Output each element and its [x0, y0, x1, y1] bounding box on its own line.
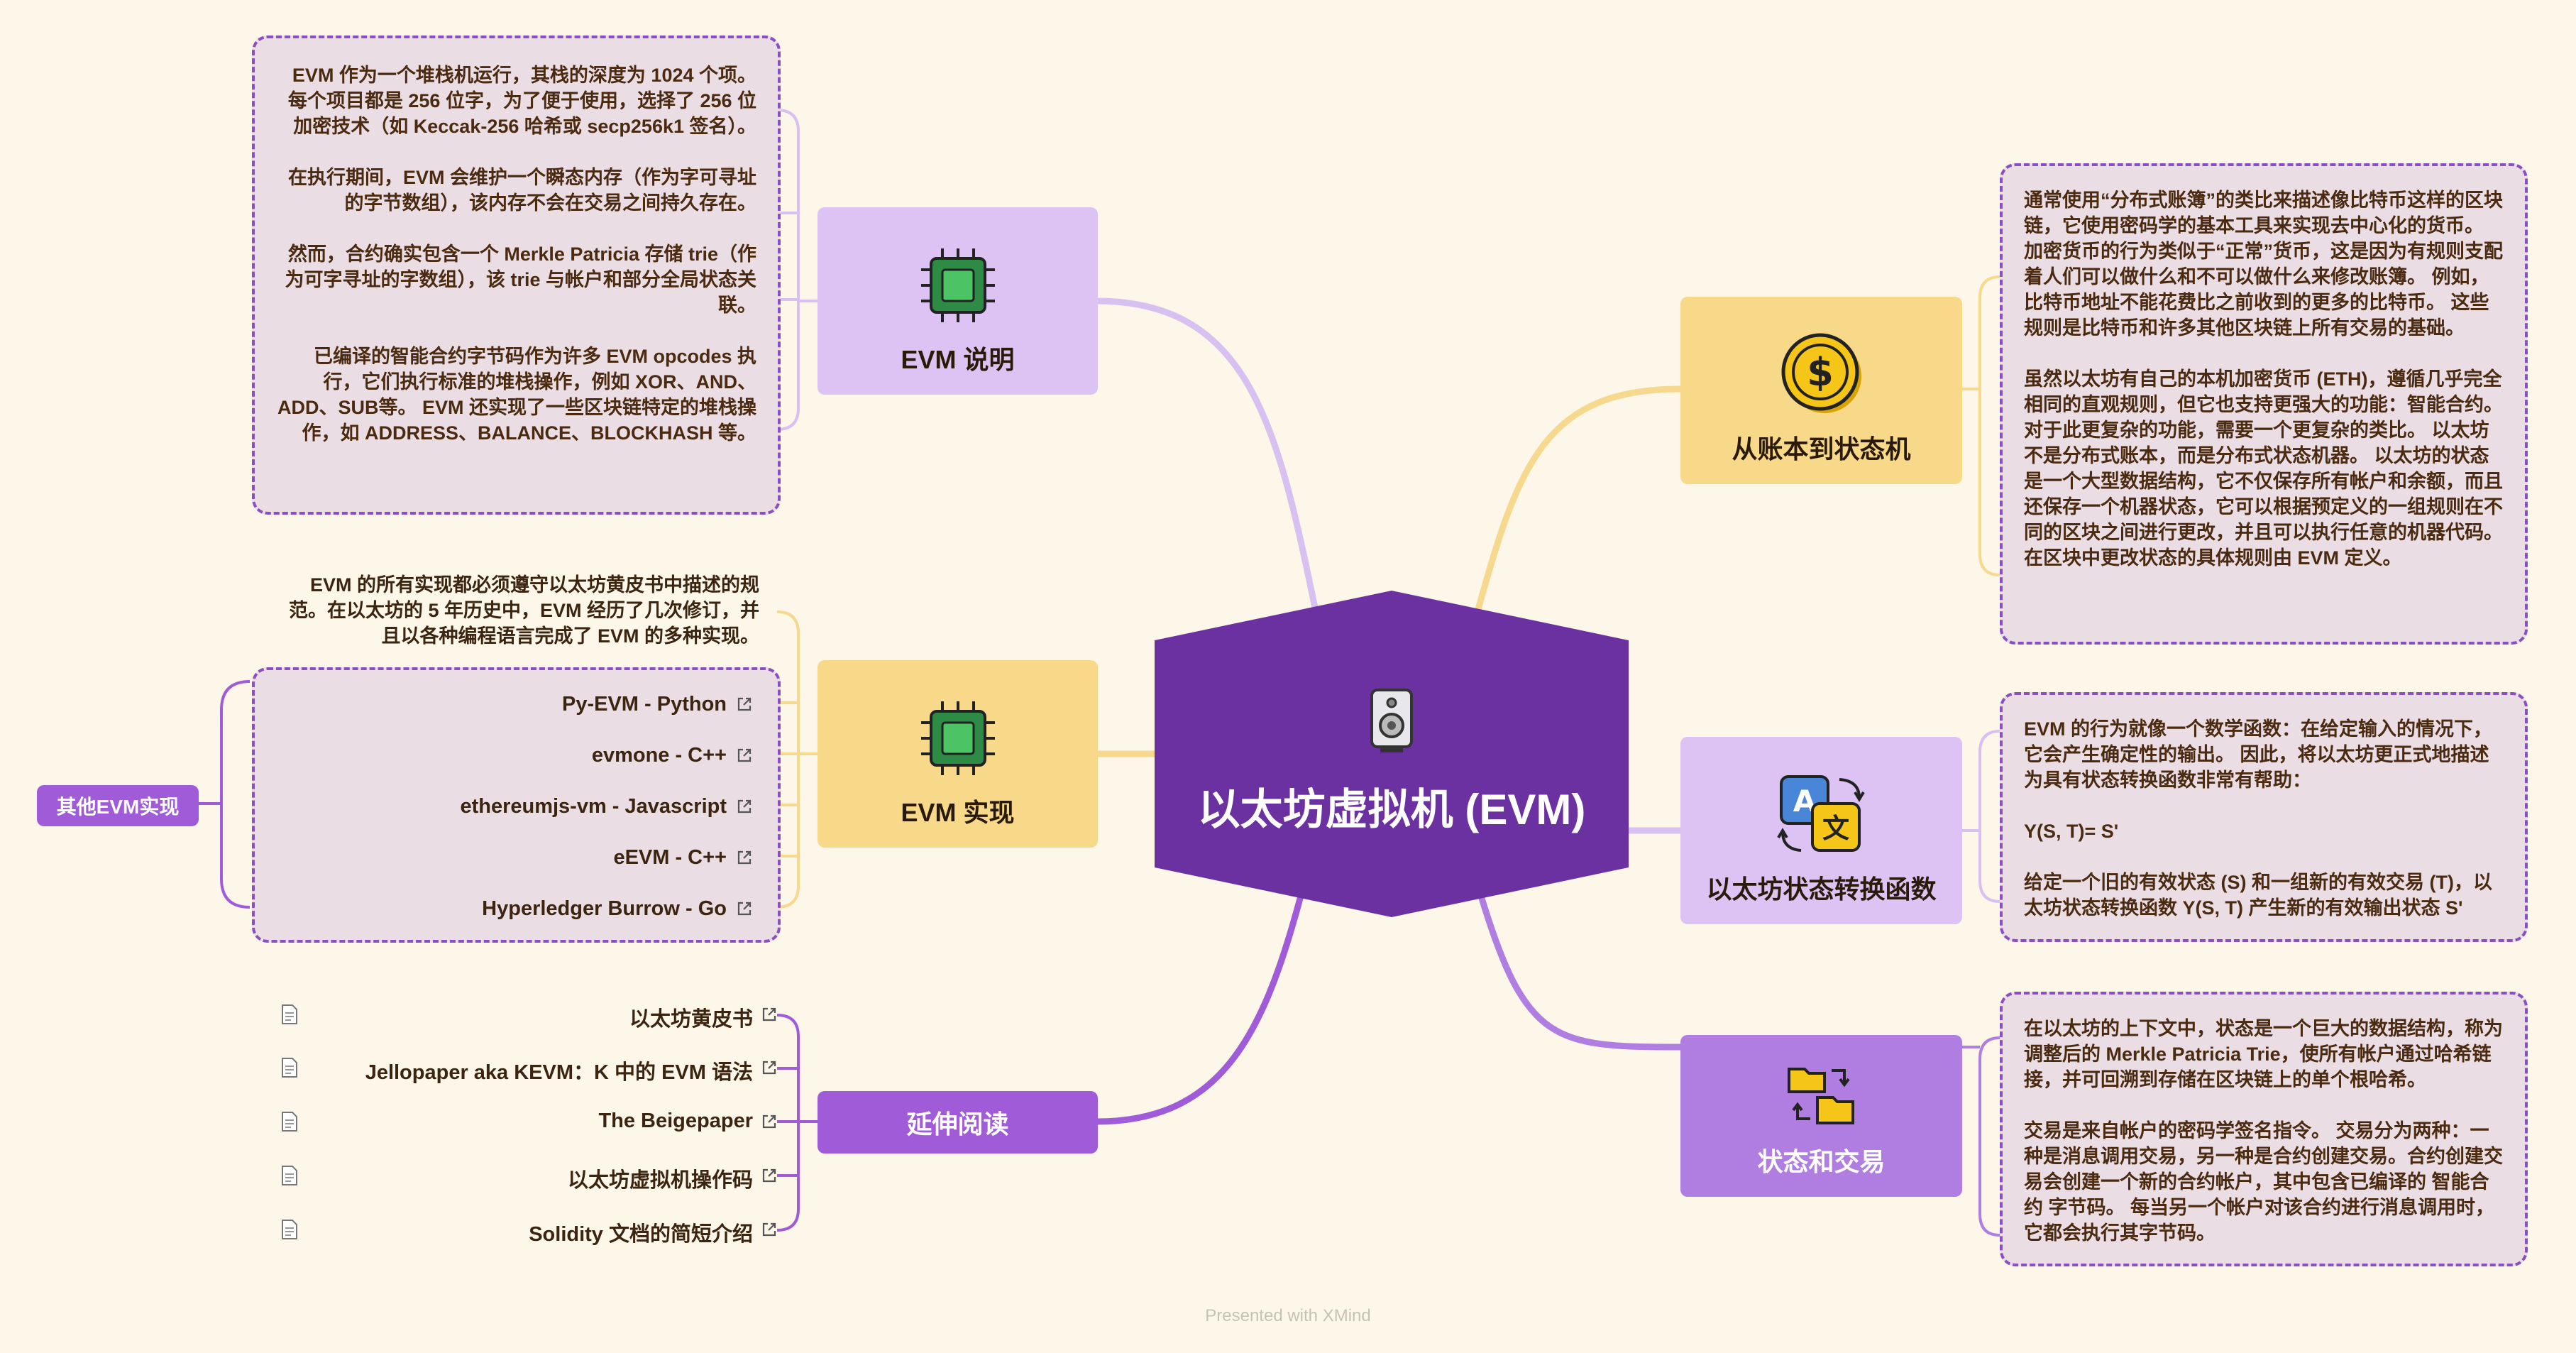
evm-desc-paragraph: EVM 作为一个堆栈机运行，其栈的深度为 1024 个项。 每个项目都是 256… [287, 65, 756, 137]
folder-exchange-icon [1787, 1068, 1854, 1124]
state-tx-paragraph: 交易是来自帐户的密码学签名指令。 交易分为两种：一种是消息调用交易，另一种是合约… [2024, 1120, 2503, 1244]
impl-item-label: eEVM - C++ [613, 846, 727, 869]
topic-title: 从账本到状态机 [1732, 434, 1911, 464]
svg-text:$: $ [1807, 350, 1834, 395]
reading-item[interactable]: 以太坊虚拟机操作码 [280, 1162, 777, 1192]
topic-title: EVM 说明 [901, 345, 1015, 374]
evm-impl-intro: EVM 的所有实现都必须遵守以太坊黄皮书中描述的规范。在以太坊的 5 年历史中，… [288, 574, 759, 647]
topic-state-tx[interactable]: 状态和交易 [1680, 1035, 1962, 1197]
external-link-icon[interactable] [737, 901, 752, 916]
evm-desc-paragraph: 在执行期间，EVM 会维护一个瞬态内存（作为字可寻址的字节数组），该内存不会在交… [287, 167, 756, 214]
impl-item-label: Hyperledger Burrow - Go [482, 897, 727, 920]
branch-evm-desc [1096, 297, 1319, 608]
reading-item-label: Solidity 文档的简短介绍 [529, 1223, 753, 1246]
cpu-chip-icon [920, 701, 995, 775]
other-evm-group-label[interactable]: 其他EVM实现 [37, 785, 199, 826]
branch-ledger [1474, 385, 1681, 613]
evm-impl-group: Py-EVM - Python evmone - C++ ethereumjs-… [252, 667, 781, 943]
document-icon [282, 1166, 297, 1185]
reading-item[interactable]: The Beigepaper [280, 1108, 777, 1136]
ledger-paragraph: 虽然以太坊有自己的本机加密货币 (ETH)，遵循几乎完全相同的直观规则，但它也支… [2024, 368, 2503, 569]
topic-ledger[interactable]: $ 从账本到状态机 [1680, 297, 1962, 484]
reading-item-label: The Beigepaper [598, 1110, 753, 1132]
external-link-icon[interactable] [737, 850, 752, 865]
reading-item[interactable]: Solidity 文档的简短介绍 [280, 1216, 777, 1246]
impl-item[interactable]: evmone - C++ [326, 743, 752, 768]
transition-paragraph: EVM 的行为就像一个数学函数：在给定输入的情况下，它会产生确定性的输出。 因此… [2024, 718, 2493, 791]
document-icon [282, 1112, 297, 1132]
reading-list: 以太坊黄皮书 Jellopaper aka KEVM：K 中的 EVM 语法 T… [280, 1001, 777, 1249]
cpu-chip-icon [920, 248, 995, 322]
evm-desc-paragraph: 已编译的智能合约字节码作为许多 EVM opcodes 执行，它们执行标准的堆栈… [277, 346, 756, 444]
branch-state-tx [1477, 894, 1681, 1051]
external-link-icon[interactable] [761, 1222, 777, 1237]
topic-evm-desc[interactable]: EVM 说明 [818, 207, 1098, 395]
central-topic[interactable]: 以太坊虚拟机 (EVM) [1155, 591, 1629, 917]
evm-desc-paragraph: 然而，合约确实包含一个 Merkle Patricia 存储 trie（作为可字… [285, 243, 756, 316]
central-title: 以太坊虚拟机 (EVM) [1197, 786, 1586, 833]
topic-title: EVM 实现 [901, 798, 1015, 827]
translate-glyph-wen: 文 [1822, 813, 1849, 844]
topic-title: 延伸阅读 [906, 1110, 1009, 1139]
state-tx-note: 在以太坊的上下文中，状态是一个巨大的数据结构，称为调整后的 Merkle Pat… [2000, 992, 2528, 1266]
state-tx-paragraph: 在以太坊的上下文中，状态是一个巨大的数据结构，称为调整后的 Merkle Pat… [2024, 1018, 2503, 1090]
speaker-icon [1370, 689, 1413, 752]
central-hexagon [1155, 591, 1629, 917]
external-link-icon[interactable] [761, 1168, 777, 1183]
external-link-icon[interactable] [761, 1114, 777, 1129]
external-link-icon[interactable] [737, 799, 752, 814]
transition-formula: Y(S, T)= S' [2024, 821, 2119, 842]
impl-item[interactable]: eEVM - C++ [326, 845, 752, 870]
translate-icon: A 文 [1776, 775, 1865, 852]
ledger-note: 通常使用“分布式账簿”的类比来描述像比特币这样的区块链，它使用密码学的基本工具来… [2000, 163, 2528, 645]
reading-item[interactable]: 以太坊黄皮书 [280, 1001, 777, 1031]
impl-item[interactable]: Py-EVM - Python [326, 691, 752, 717]
impl-item[interactable]: Hyperledger Burrow - Go [326, 896, 752, 921]
topic-evm-impl[interactable]: EVM 实现 [818, 660, 1098, 848]
document-icon [282, 1058, 297, 1078]
topic-transition[interactable]: A 文 以太坊状态转换函数 [1680, 737, 1962, 924]
topic-title: 状态和交易 [1757, 1147, 1886, 1176]
transition-note: EVM 的行为就像一个数学函数：在给定输入的情况下，它会产生确定性的输出。 因此… [2000, 692, 2528, 942]
impl-item-label: ethereumjs-vm - Javascript [460, 795, 727, 818]
dollar-coin-icon: $ [1781, 333, 1861, 413]
external-link-icon[interactable] [737, 747, 752, 763]
external-link-icon[interactable] [761, 1007, 777, 1022]
ledger-paragraph: 通常使用“分布式账簿”的类比来描述像比特币这样的区块链，它使用密码学的基本工具来… [2024, 190, 2503, 339]
impl-item-label: evmone - C++ [591, 744, 727, 767]
topic-reading[interactable]: 延伸阅读 [818, 1091, 1098, 1154]
reading-item-label: 以太坊虚拟机操作码 [567, 1169, 753, 1192]
document-icon [282, 1004, 297, 1024]
topic-title: 以太坊状态转换函数 [1706, 875, 1937, 904]
document-icon [282, 1220, 297, 1239]
external-link-icon[interactable] [737, 696, 752, 712]
branch-reading [1096, 894, 1304, 1125]
reading-item-label: Jellopaper aka KEVM：K 中的 EVM 语法 [365, 1061, 753, 1084]
external-link-icon[interactable] [761, 1060, 777, 1075]
impl-item-label: Py-EVM - Python [561, 693, 727, 716]
impl-item[interactable]: ethereumjs-vm - Javascript [326, 794, 752, 819]
footer-credit: Presented with XMind [1205, 1306, 1371, 1325]
reading-item[interactable]: Jellopaper aka KEVM：K 中的 EVM 语法 [280, 1054, 777, 1084]
reading-item-label: 以太坊黄皮书 [629, 1008, 753, 1031]
evm-desc-note: EVM 作为一个堆栈机运行，其栈的深度为 1024 个项。 每个项目都是 256… [252, 35, 781, 515]
transition-paragraph: 给定一个旧的有效状态 (S) 和一组新的有效交易 (T)，以太坊状态转换函数 Y… [2024, 872, 2492, 919]
